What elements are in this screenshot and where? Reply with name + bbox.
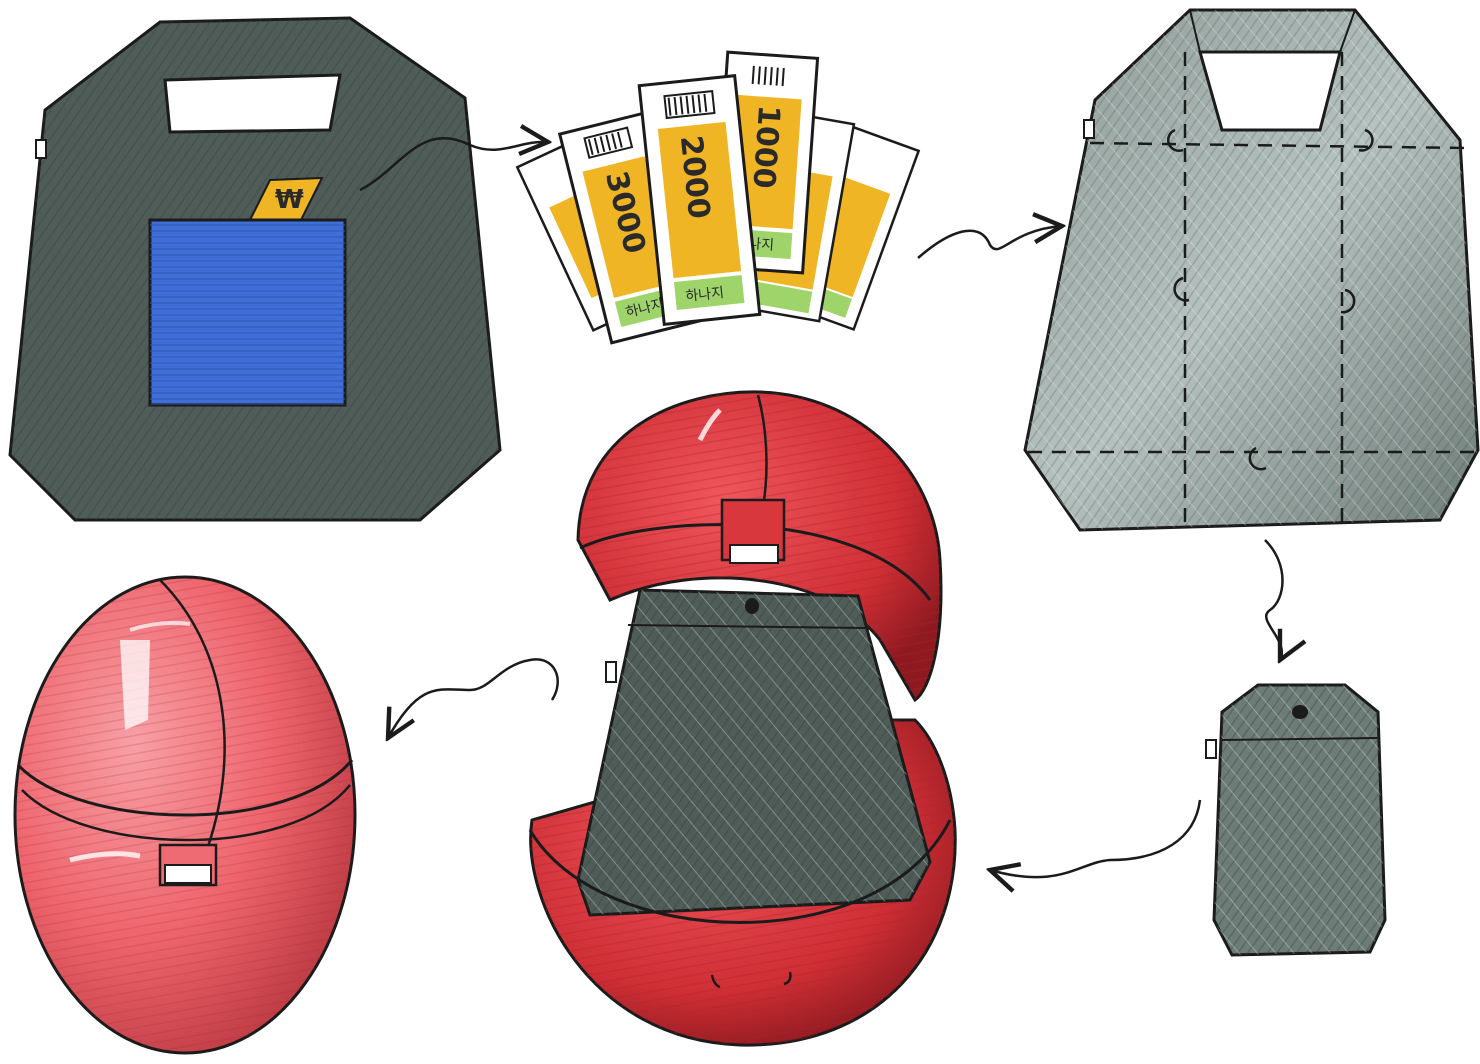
pocket-ticket: ₩ [246, 176, 324, 226]
arrow-3 [1264, 539, 1283, 660]
ticket-fan-icon: 3000 하나지 1000 하나지 2000 하나지 [515, 50, 921, 345]
folded-bag-icon [1023, 8, 1480, 532]
pocket-ticket-symbol: ₩ [275, 185, 304, 215]
ticket-value-1000: 1000 [745, 104, 786, 190]
tote-bag-icon: ₩ [8, 16, 502, 522]
fold-direction-marks [1166, 128, 1374, 471]
egg-capsule-icon [13, 575, 357, 1055]
ticket-stub-label: 하나지 [685, 285, 725, 305]
arrow-5 [388, 658, 559, 738]
arrow-4 [990, 799, 1202, 877]
small-pouch-icon [1205, 683, 1387, 957]
ticket-value-2000: 2000 [673, 134, 717, 221]
open-capsule-icon [528, 390, 957, 1047]
arrow-2 [917, 226, 1062, 259]
ticket-2000: 2000 하나지 [637, 74, 762, 327]
arrow-1 [359, 138, 548, 192]
